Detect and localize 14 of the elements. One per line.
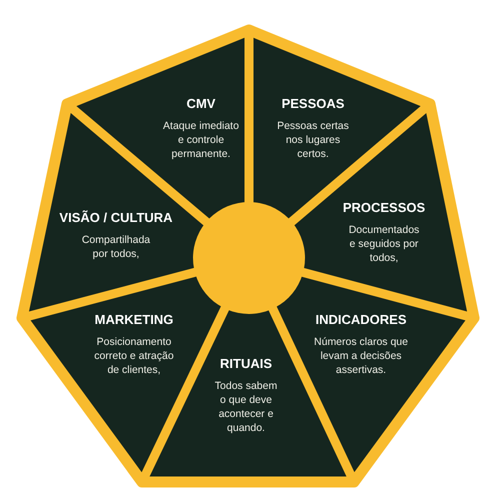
segment-title: MARKETING <box>94 312 174 327</box>
segment-title: CMV <box>186 96 216 111</box>
segment-title: PROCESSOS <box>342 200 426 215</box>
segment-description: Documentados e seguidos por todos, <box>348 223 420 265</box>
segment-title: VISÃO / CULTURA <box>59 210 173 225</box>
segment-description: Números claros que levam a decisões assertivas. <box>313 335 409 377</box>
segment-title: INDICADORES <box>316 312 406 327</box>
segment-description: Posicionamento correto e atração de clientes, <box>93 335 175 377</box>
segment-description: Todos sabem o que deve acontecer e quando. <box>214 379 278 435</box>
segment-title: PESSOAS <box>282 96 344 111</box>
segment-description: Ataque imediato e controle permanente. <box>162 119 240 161</box>
segment-description: Compartilhada por todos, <box>80 233 152 261</box>
segment-title: RITUAIS <box>220 356 272 371</box>
segment-description: Pessoas certas nos lugares certos. <box>276 119 350 161</box>
